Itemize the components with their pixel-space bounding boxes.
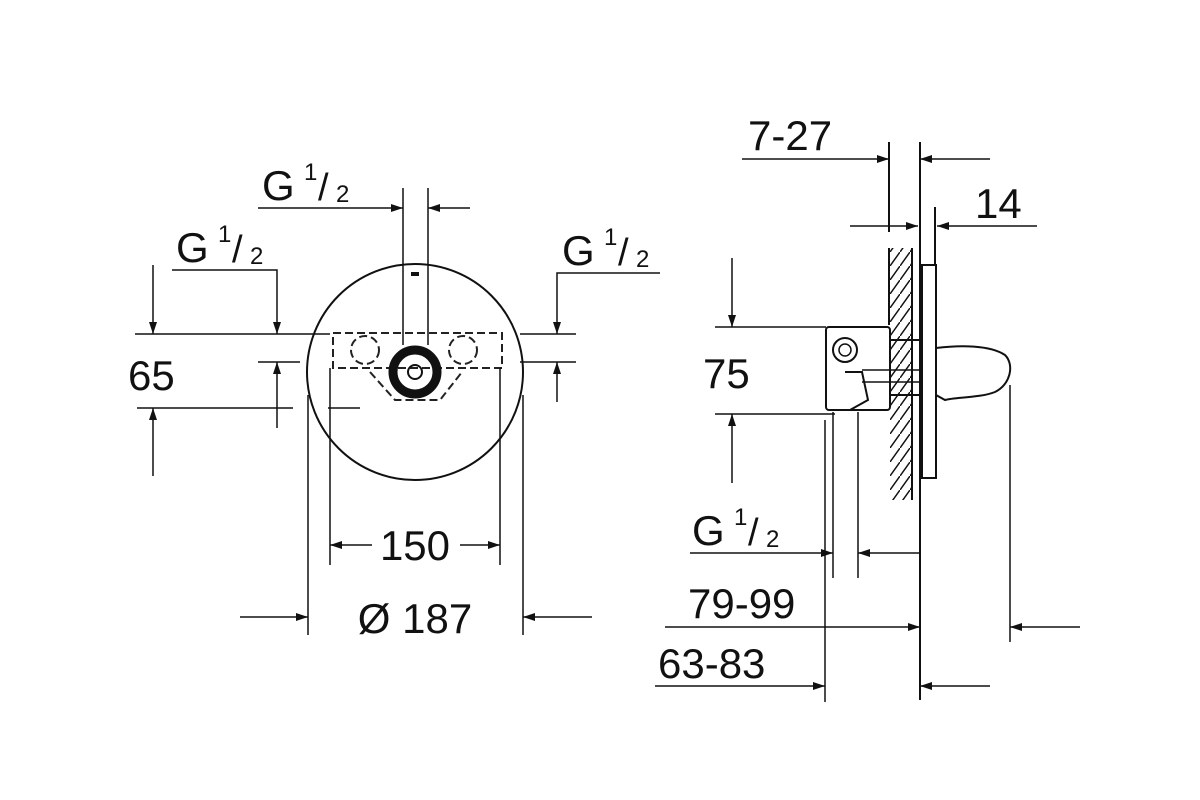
thread-den: 2 — [766, 526, 779, 553]
front-view: G 1 / 2 G 1 / 2 65 G 1 / 2 150 — [128, 159, 660, 642]
spindle-center — [407, 364, 423, 380]
side-thread-label: G — [692, 507, 725, 554]
wall-range-label: 7-27 — [748, 112, 832, 159]
depth-79-99-label: 79-99 — [688, 580, 795, 627]
top-mark — [411, 272, 419, 276]
thread-den: 2 — [636, 246, 649, 273]
thread-slash: / — [318, 167, 329, 209]
diameter-187-label: Ø 187 — [358, 595, 472, 642]
spindle-ring — [388, 345, 442, 399]
wall-hatch — [890, 248, 912, 500]
valve-body-lower-outline — [369, 371, 463, 401]
cover-plate-circle — [306, 263, 524, 481]
cover-plate-side — [921, 264, 937, 479]
thread-slash: / — [232, 229, 243, 271]
thread-slash: / — [618, 232, 629, 274]
handle-lever — [935, 345, 1012, 402]
thread-num: 1 — [304, 159, 317, 186]
thread-num: 1 — [604, 224, 617, 251]
thread-den: 2 — [250, 243, 263, 270]
top-thread-label: G — [262, 162, 295, 209]
thread-num: 1 — [734, 504, 747, 531]
thread-slash: / — [748, 512, 759, 554]
width-150-label: 150 — [380, 522, 450, 569]
depth-63-83-label: 63-83 — [658, 640, 765, 687]
left-thread-label: G — [176, 224, 209, 271]
height-65-label: 65 — [128, 352, 175, 399]
inlet-left-icon — [350, 335, 380, 365]
thread-num: 1 — [218, 221, 231, 248]
right-thread-label: G — [562, 227, 595, 274]
height-75-label: 75 — [703, 350, 750, 397]
plate-14-label: 14 — [975, 180, 1022, 227]
inlet-right-icon — [448, 335, 478, 365]
valve-body-outline — [332, 332, 503, 369]
side-view: 7-27 14 75 G 1 / 2 79-99 63-83 — [655, 112, 1080, 702]
valve-body-side — [825, 326, 891, 411]
thread-den: 2 — [336, 181, 349, 208]
